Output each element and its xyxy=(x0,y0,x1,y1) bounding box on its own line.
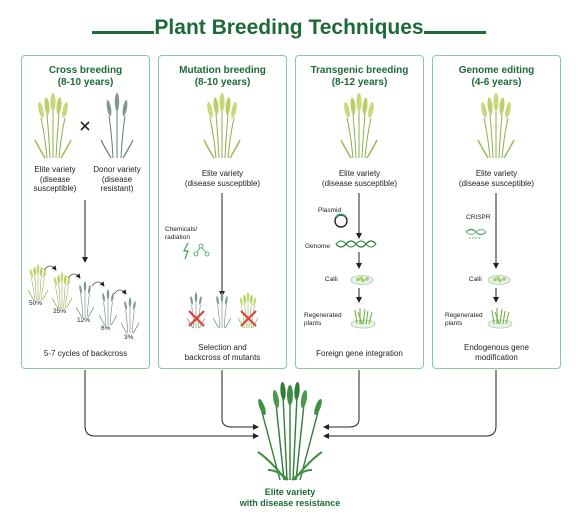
resistant-wheat-icon xyxy=(257,382,323,481)
plasmid-icon xyxy=(334,213,348,228)
calli-dish-icon xyxy=(487,275,511,285)
elite-wheat-icon xyxy=(340,92,378,159)
title-rule-left xyxy=(92,31,154,34)
percent-label-6: 6% xyxy=(101,325,111,332)
elite-wheat-icon xyxy=(477,92,515,159)
elite-wheat-icon xyxy=(34,92,72,159)
backcross-cycles-label: 5-7 cycles of backcross xyxy=(43,349,128,358)
panel-title: Cross breeding (8-10 years) xyxy=(48,65,123,88)
elite-variety-label: Elite variety (disease susceptible) xyxy=(321,169,398,188)
chemicals-radiation-label: Chemicals/ radiation xyxy=(165,226,198,241)
elite-variety-label: Elite variety (disease susceptible) xyxy=(33,165,77,193)
percent-label-50: 50% xyxy=(29,300,43,307)
result-label: Elite variety with disease resistance xyxy=(239,487,341,508)
converging-arrows xyxy=(84,370,497,439)
elite-variety-label: Elite variety (disease susceptible) xyxy=(458,169,535,188)
genome-label: Genome xyxy=(305,243,330,250)
crispr-label: CRISPR xyxy=(466,214,491,221)
elite-wheat-icon xyxy=(203,92,241,159)
crispr-icon xyxy=(465,228,487,239)
calli-dish-icon xyxy=(350,275,374,285)
selection-label: Selection and backcross of mutants xyxy=(184,343,261,362)
foreign-gene-label: Foreign gene integration xyxy=(316,349,403,358)
elite-variety-label: Elite variety (disease susceptible) xyxy=(184,169,261,188)
title-bar: Plant Breeding Techniques xyxy=(0,14,580,48)
molecule-icon xyxy=(193,243,210,257)
calli-label: Calli xyxy=(325,276,338,283)
plasmid-label: Plasmid xyxy=(318,207,342,214)
title-rule-right xyxy=(424,31,486,34)
panel-title: Mutation breeding (8-10 years) xyxy=(179,65,266,88)
rejected-cross-icon xyxy=(240,310,257,327)
regenerated-plants-icon xyxy=(487,307,513,329)
backcross-progression-icon xyxy=(27,263,140,334)
calli-label: Calli xyxy=(469,276,482,283)
rejected-cross-icon xyxy=(188,310,205,327)
percent-label-12: 12% xyxy=(77,317,91,324)
percent-label-3: 3% xyxy=(124,334,134,341)
lightning-icon xyxy=(183,242,189,260)
cross-x-icon xyxy=(80,121,90,131)
regenerated-plants-label: Regenerated plants xyxy=(445,312,483,327)
panel-title: Genome editing (4-6 years) xyxy=(458,65,535,88)
donor-wheat-icon xyxy=(100,92,134,159)
donor-variety-label: Donor variety (disease resistant) xyxy=(93,165,141,193)
panel-title: Transgenic breeding (8-12 years) xyxy=(310,65,409,88)
regenerated-plants-icon xyxy=(350,307,376,329)
mutant-plants-icon xyxy=(186,291,259,329)
page-title: Plant Breeding Techniques xyxy=(154,16,424,39)
regenerated-plants-label: Regenerated plants xyxy=(304,312,342,327)
percent-label-25: 25% xyxy=(53,308,67,315)
dna-genome-icon xyxy=(335,240,377,248)
endogenous-gene-label: Endogenous gene modification xyxy=(464,343,529,362)
